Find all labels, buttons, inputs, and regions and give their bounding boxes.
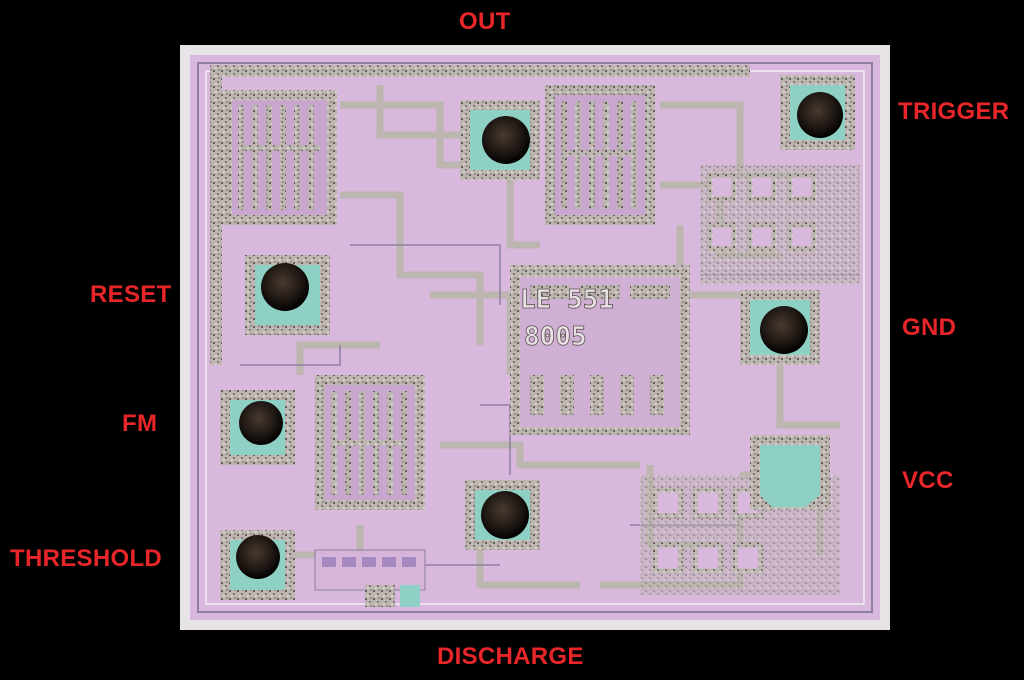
pin-label-discharge: DISCHARGE [437,643,584,670]
pin-label-vcc: VCC [902,467,954,494]
power-transistor-top-center [545,85,655,225]
power-transistor-top-left [222,90,337,225]
pin-label-reset: RESET [90,281,172,308]
bond-pad-fm [220,390,295,465]
pin-label-fm: FM [122,410,158,437]
power-transistor-bottom-left [315,375,425,510]
logic-block-center [510,265,690,435]
bond-pad-gnd [740,290,820,365]
bond-pad-threshold [220,530,295,600]
pin-label-out: OUT [459,8,511,35]
pin-label-gnd: GND [902,314,957,341]
die-marking-line1: LE 551 [520,285,614,315]
bond-pad-discharge [465,480,540,550]
metal-bus-left [210,65,222,365]
die-marking-line2: 8005 [524,322,587,352]
bond-pad-reset [245,255,330,335]
bond-pad-out [460,100,540,180]
bond-pad-vcc [750,435,830,510]
transistor-array-right [700,165,860,285]
resistor-strip [314,549,426,607]
pin-label-trigger: TRIGGER [898,98,1010,125]
bond-pad-trigger [780,75,855,150]
pin-label-threshold: THRESHOLD [10,545,163,572]
metal-bus-top [210,65,750,77]
chip-die-photo: LE 551 8005 [180,45,890,630]
